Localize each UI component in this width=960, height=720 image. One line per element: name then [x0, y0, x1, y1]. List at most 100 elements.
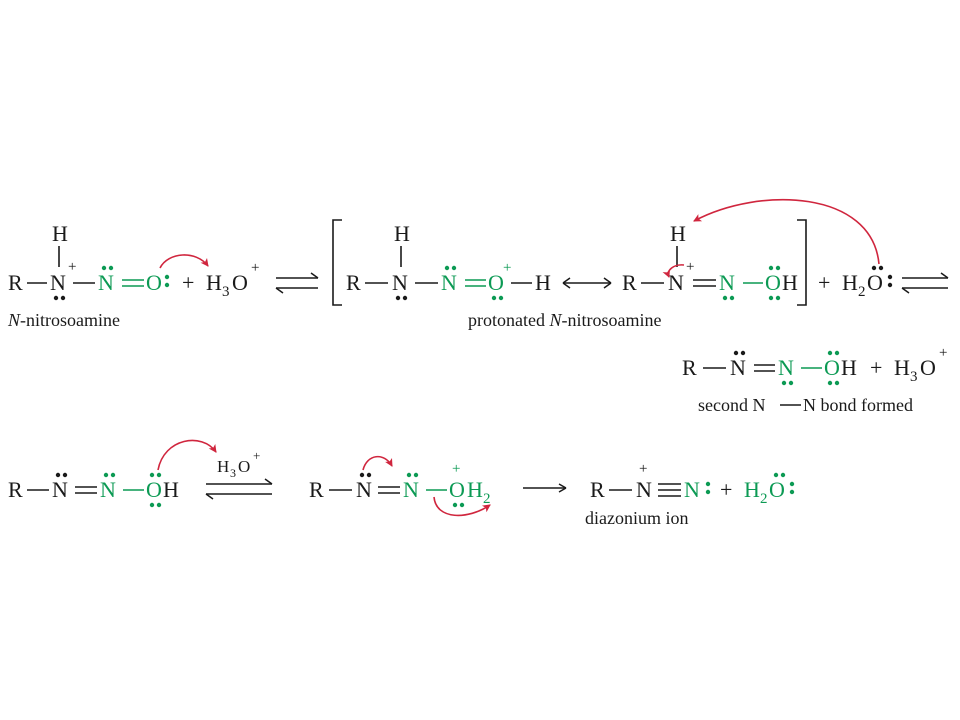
lone-pair-dot [101, 265, 107, 271]
water-o: O [769, 477, 785, 502]
lone-pair-dot [156, 472, 162, 478]
hydronium: H 3 O + [894, 345, 947, 385]
protonated-nitrogen-form: R N + H N O H [622, 221, 798, 301]
lone-pair-dot [733, 350, 739, 356]
lone-pair-dot [788, 380, 794, 386]
lone-pair-dot [871, 265, 877, 271]
lone-pair-dot [359, 472, 365, 478]
r-group: R [622, 270, 637, 295]
amine-nitrogen: N [730, 355, 746, 380]
lone-pair-dot [722, 295, 728, 301]
lone-pair-dot [156, 502, 162, 508]
positive-charge: + [452, 461, 460, 477]
lone-pair-dot [740, 350, 746, 356]
hydrogen: H [841, 355, 857, 380]
lone-pair-dot [768, 295, 774, 301]
lone-pair-dot [60, 295, 66, 301]
lone-pair-dot [780, 472, 786, 478]
lone-pair-dot [834, 380, 840, 386]
lone-pair-dot [413, 472, 419, 478]
protonated-diazohydroxide-structure: R N N O + H 2 [309, 461, 491, 508]
lone-pair-dot [444, 265, 450, 271]
hydronium-h: H [894, 355, 910, 380]
nitroso-nitrogen: N [100, 477, 116, 502]
nitroso-nitrogen: N [441, 270, 457, 295]
amine-nitrogen: N [356, 477, 372, 502]
amine-nitrogen: N [636, 477, 652, 502]
lone-pair-dot [789, 489, 795, 495]
lone-pair-dot [406, 472, 412, 478]
subscript-2: 2 [483, 491, 491, 507]
lone-pair-dot [149, 502, 155, 508]
r-group: R [590, 477, 605, 502]
lone-pair-dot [366, 472, 372, 478]
lone-pair-dot [878, 265, 884, 271]
lone-pair-dot [164, 274, 170, 280]
r-group: R [346, 270, 361, 295]
lone-pair-dot [451, 265, 457, 271]
subscript-3: 3 [910, 369, 918, 385]
lone-pair-dot [781, 380, 787, 386]
water-o: O [867, 270, 883, 295]
lone-pair-dot [887, 274, 893, 280]
reaction-arrow [523, 483, 567, 493]
lone-pair-dot [402, 295, 408, 301]
plus-sign: + [720, 477, 732, 502]
lone-pair-dot [827, 380, 833, 386]
r-group: R [682, 355, 697, 380]
r-group: R [8, 477, 23, 502]
lone-pair-dot [834, 350, 840, 356]
plus-sign: + [182, 270, 194, 295]
positive-charge: + [251, 260, 259, 276]
equilibrium-arrow [205, 478, 273, 500]
water-h: H [842, 270, 858, 295]
hydronium-o: O [232, 270, 248, 295]
hydronium-o: O [238, 457, 250, 476]
oxonium-oxygen: O [488, 270, 504, 295]
equilibrium-arrow [275, 272, 319, 294]
positive-charge: + [503, 260, 511, 276]
diazonium-ion-label: diazonium ion [585, 508, 688, 528]
hydroxyl-oxygen: O [146, 477, 162, 502]
protonated-nitrosoamine-label: protonated N-nitrosoamine [468, 310, 661, 330]
curved-arrow [693, 198, 880, 265]
equilibrium-arrow [901, 272, 949, 294]
curved-arrow [362, 455, 393, 471]
nitroso-nitrogen: N [403, 477, 419, 502]
lone-pair-dot [110, 472, 116, 478]
hydrogen: H [535, 270, 551, 295]
second-bond-label: second N N bond formed [698, 395, 913, 415]
amine-nitrogen: N [668, 270, 684, 295]
plus-sign: + [870, 355, 882, 380]
curved-arrow [433, 496, 491, 517]
resonance-arrow [562, 277, 612, 289]
positive-charge: + [253, 448, 260, 463]
lone-pair-dot [773, 472, 779, 478]
water-h: H [744, 477, 760, 502]
positive-charge: + [68, 259, 76, 275]
hydrogen: H [52, 221, 68, 246]
lone-pair-dot [62, 472, 68, 478]
curved-arrow [157, 439, 217, 471]
plus-sign: + [818, 270, 830, 295]
right-bracket [797, 219, 807, 306]
lone-pair-dot [827, 350, 833, 356]
subscript-2: 2 [858, 284, 866, 300]
lone-pair-dot [789, 481, 795, 487]
lone-pair-dot [55, 472, 61, 478]
lone-pair-dot [705, 481, 711, 487]
amine-nitrogen: N [52, 477, 68, 502]
lone-pair-dot [459, 502, 465, 508]
lone-pair-dot [491, 295, 497, 301]
hydrogen: H [782, 270, 798, 295]
hydronium: H 3 O + [206, 260, 259, 300]
protonated-oxygen-form: R N H N O + H [346, 221, 551, 301]
r-group: R [309, 477, 324, 502]
positive-charge: + [639, 461, 647, 477]
lone-pair-dot [887, 282, 893, 288]
hydronium-h: H [206, 270, 222, 295]
positive-charge: + [939, 345, 947, 361]
lone-pair-dot [775, 295, 781, 301]
amine-nitrogen: N [392, 270, 408, 295]
